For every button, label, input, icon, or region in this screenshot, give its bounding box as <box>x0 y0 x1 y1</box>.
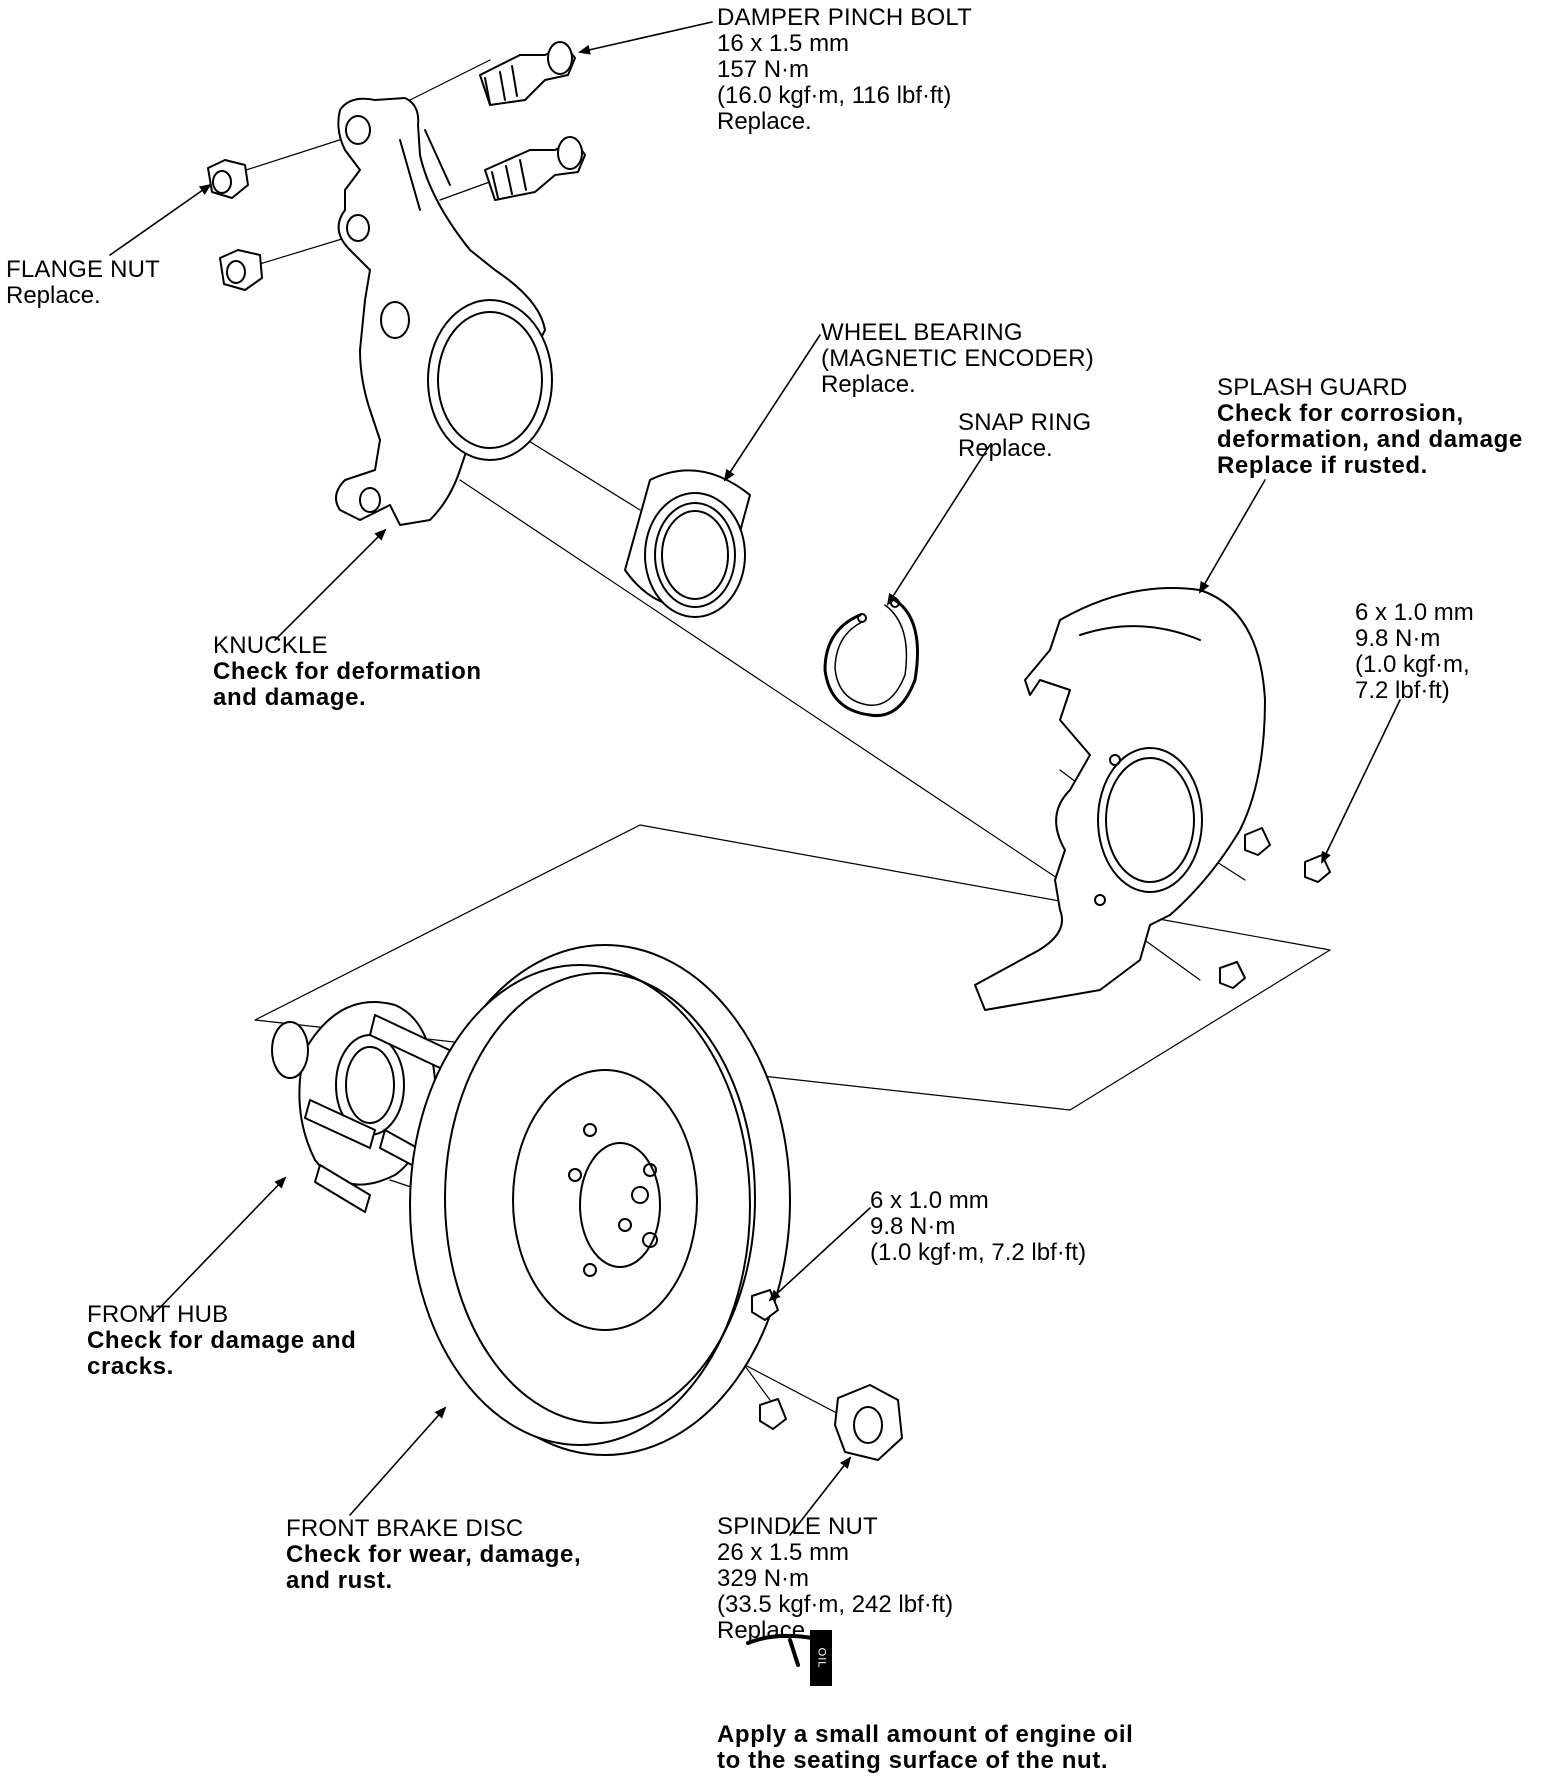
splash-bolt-torque-alt-1: (1.0 kgf·m, <box>1355 651 1470 678</box>
splash-bolt-size: 6 x 1.0 mm <box>1355 599 1474 626</box>
spindle-nut-label: SPINDLE NUT <box>717 1513 878 1540</box>
splash-guard-label: SPLASH GUARD <box>1217 374 1408 401</box>
front-hub-label: FRONT HUB <box>87 1301 229 1328</box>
spindle-nut-torque: 329 N·m <box>717 1565 810 1592</box>
knuckle-part <box>335 97 553 526</box>
splash-guard-part <box>974 587 1266 1011</box>
front-brake-disc-note-2: and rust. <box>286 1567 393 1594</box>
knuckle-bolt-part <box>484 136 586 201</box>
disc-screw-callout: 6 x 1.0 mm 9.8 N·m (1.0 kgf·m, 7.2 lbf·f… <box>870 1188 1086 1266</box>
snap-ring-label: SNAP RING <box>958 409 1092 436</box>
wheel-bearing-label: WHEEL BEARING <box>821 319 1023 346</box>
flange-nut-callout: FLANGE NUT Replace. <box>6 257 160 309</box>
damper-pinch-bolt-part <box>479 41 576 106</box>
spindle-nut-note: Replace. <box>717 1617 812 1644</box>
knuckle-callout: KNUCKLE Check for deformation and damage… <box>213 633 482 711</box>
disc-screw-torque: 9.8 N·m <box>870 1213 956 1240</box>
front-hub-note-1: Check for damage and <box>87 1327 357 1354</box>
front-hub-part <box>271 1001 461 1213</box>
front-brake-disc-note-1: Check for wear, damage, <box>286 1541 582 1568</box>
flange-nut-lower-part <box>219 249 263 291</box>
damper-pinch-bolt-callout: DAMPER PINCH BOLT 16 x 1.5 mm 157 N·m (1… <box>717 5 972 135</box>
splash-bolt-torque: 9.8 N·m <box>1355 625 1441 652</box>
damper-pinch-bolt-label: DAMPER PINCH BOLT <box>717 4 972 31</box>
damper-pinch-bolt-size: 16 x 1.5 mm <box>717 30 850 57</box>
splash-guard-note-3: Replace if rusted. <box>1217 452 1428 479</box>
front-brake-disc-callout: FRONT BRAKE DISC Check for wear, damage,… <box>286 1516 581 1594</box>
front-hub-callout: FRONT HUB Check for damage and cracks. <box>87 1302 356 1380</box>
damper-pinch-bolt-torque-alt: (16.0 kgf·m, 116 lbf·ft) <box>717 82 952 109</box>
knuckle-label: KNUCKLE <box>213 632 328 659</box>
oil-note-line-1: Apply a small amount of engine oil <box>717 1721 1134 1748</box>
snap-ring-note: Replace. <box>958 435 1053 462</box>
damper-pinch-bolt-note: Replace. <box>717 108 812 135</box>
wheel-bearing-sub: (MAGNETIC ENCODER) <box>821 345 1094 372</box>
front-hub-note-2: cracks. <box>87 1353 174 1380</box>
spindle-nut-callout: SPINDLE NUT 26 x 1.5 mm 329 N·m (33.5 kg… <box>717 1514 953 1644</box>
disc-screw-torque-alt: (1.0 kgf·m, 7.2 lbf·ft) <box>870 1239 1087 1266</box>
spindle-nut-part <box>834 1384 903 1461</box>
flange-nut-upper-part <box>207 159 249 199</box>
oil-note-line-2: to the seating surface of the nut. <box>717 1747 1109 1774</box>
damper-pinch-bolt-torque: 157 N·m <box>717 56 810 83</box>
knuckle-note-1: Check for deformation <box>213 658 482 685</box>
disc-screw-size: 6 x 1.0 mm <box>870 1187 989 1214</box>
flange-nut-label: FLANGE NUT <box>6 256 161 283</box>
splash-guard-note-1: Check for corrosion, <box>1217 400 1464 427</box>
spindle-nut-size: 26 x 1.5 mm <box>717 1539 850 1566</box>
wheel-bearing-part <box>624 469 751 618</box>
splash-guard-bolt-parts <box>1219 827 1331 989</box>
knuckle-note-2: and damage. <box>213 684 367 711</box>
splash-guard-callout: SPLASH GUARD Check for corrosion, deform… <box>1217 375 1523 479</box>
splash-bolt-torque-alt-2: 7.2 lbf·ft) <box>1355 677 1450 704</box>
spindle-nut-torque-alt: (33.5 kgf·m, 242 lbf·ft) <box>717 1591 954 1618</box>
snap-ring-part <box>823 598 919 718</box>
front-brake-disc-part <box>409 944 791 1456</box>
wheel-bearing-callout: WHEEL BEARING (MAGNETIC ENCODER) Replace… <box>821 320 1094 398</box>
oil-note-callout: Apply a small amount of engine oil to th… <box>717 1722 1133 1774</box>
oil-badge-text: OIL <box>814 1647 827 1669</box>
snap-ring-callout: SNAP RING Replace. <box>958 410 1091 462</box>
oil-icon: OIL <box>810 1630 832 1686</box>
leader-arrows <box>109 21 1401 1536</box>
front-brake-disc-label: FRONT BRAKE DISC <box>286 1515 524 1542</box>
splash-bolt-callout: 6 x 1.0 mm 9.8 N·m (1.0 kgf·m, 7.2 lbf·f… <box>1355 600 1474 704</box>
flange-nut-note: Replace. <box>6 282 101 309</box>
splash-guard-note-2: deformation, and damage <box>1217 426 1523 453</box>
wheel-bearing-note: Replace. <box>821 371 916 398</box>
disc-screw-parts <box>751 1289 787 1430</box>
oil-brush-mark <box>746 1633 814 1667</box>
